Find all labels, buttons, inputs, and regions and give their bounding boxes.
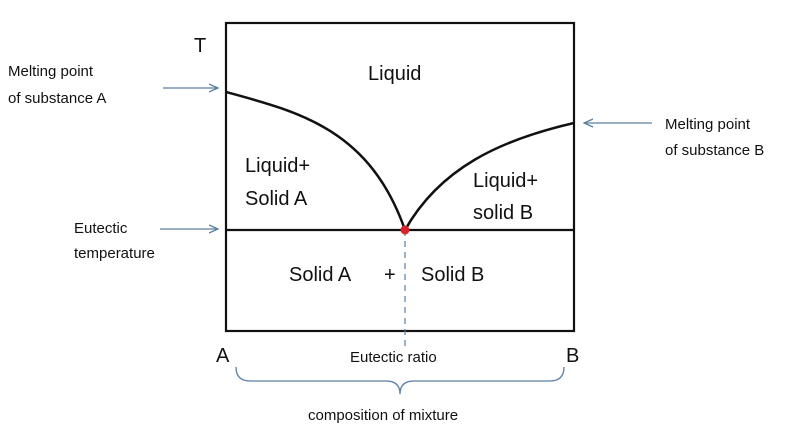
region-liquid-solid-a-line2: Solid A — [245, 188, 308, 210]
annotation-composition: composition of mixture — [308, 407, 458, 424]
annotation-eutectic-temp-line1: Eutectic — [74, 220, 128, 237]
region-solid-b: Solid B — [421, 264, 484, 286]
region-plus: + — [384, 264, 396, 286]
diagram-frame — [224, 21, 576, 333]
region-liquid-solid-a-line1: Liquid+ — [245, 155, 310, 177]
axis-label-a: A — [216, 345, 230, 367]
annotation-melting-a-line2: of substance A — [8, 90, 106, 107]
axis-label-b: B — [566, 345, 579, 367]
liquidus-curve-b — [403, 121, 575, 231]
annotation-melting-a-line1: Melting point — [8, 63, 94, 80]
annotation-melting-b-line1: Melting point — [665, 116, 751, 133]
annotation-melting-b-line2: of substance B — [665, 142, 764, 159]
annotation-eutectic-temp-line2: temperature — [74, 245, 155, 262]
liquidus-curve-a — [225, 90, 407, 231]
region-solid-a: Solid A — [289, 264, 352, 286]
annotation-eutectic-ratio: Eutectic ratio — [350, 349, 437, 366]
composition-brace — [235, 366, 565, 395]
region-liquid-solid-b-line2: solid B — [473, 202, 533, 224]
eutectic-point — [400, 225, 410, 235]
axis-label-t: T — [194, 35, 206, 57]
region-liquid: Liquid — [368, 63, 421, 85]
region-liquid-solid-b-line1: Liquid+ — [473, 170, 538, 192]
